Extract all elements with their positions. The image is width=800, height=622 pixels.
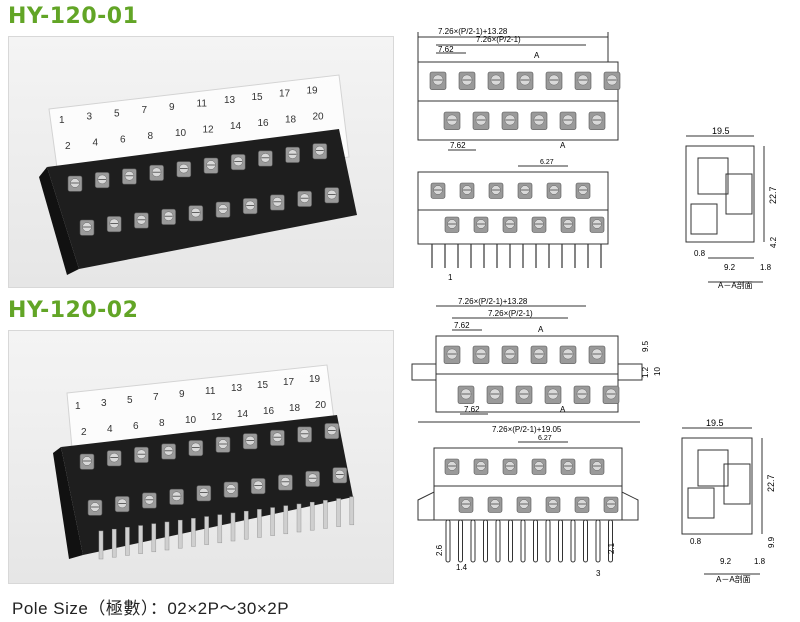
marker-label: 2 xyxy=(65,141,71,152)
section-mark-2a: A xyxy=(538,325,544,334)
marker-label: 12 xyxy=(203,125,215,136)
side-height-1: 22.7 xyxy=(768,186,778,204)
dim-span-2: 7.26×(P/2-1) xyxy=(488,309,533,318)
marker-label: 18 xyxy=(285,115,297,126)
marker-label: 14 xyxy=(237,409,249,420)
marker-label: 8 xyxy=(159,418,165,429)
marker-label: 18 xyxy=(289,403,301,414)
dim-right-b-2: 1.2 xyxy=(641,366,650,378)
dim-left-b-2: 1.4 xyxy=(456,563,468,572)
dim-pin-1: 1 xyxy=(448,273,453,282)
dim-pitch-2: 7.62 xyxy=(454,321,470,330)
side-c-2: 1.8 xyxy=(754,557,766,566)
marker-label: 1 xyxy=(59,115,65,126)
marker-label: 12 xyxy=(211,412,223,423)
marker-label: 20 xyxy=(315,400,327,411)
section-mark-2b: A xyxy=(560,405,566,414)
marker-label: 2 xyxy=(81,427,87,438)
marker-label: 6 xyxy=(133,421,139,432)
technical-drawing-1: 7.26×(P/2-1)+13.28 7.26×(P/2-1) 7.62 A 7… xyxy=(408,4,798,290)
marker-label: 10 xyxy=(175,128,187,139)
dim-pin-c-2: 3 xyxy=(596,569,601,578)
dim-pitch-bottom-2: 7.62 xyxy=(464,405,480,414)
marker-label: 19 xyxy=(307,85,319,96)
side-a-1: 0.8 xyxy=(694,249,706,258)
marker-label: 1 xyxy=(75,401,81,412)
marker-label: 10 xyxy=(185,415,197,426)
dim-offset-1: 6.27 xyxy=(540,159,554,166)
marker-label: 7 xyxy=(142,105,148,116)
dim-span-1: 7.26×(P/2-1) xyxy=(476,35,521,44)
marker-label: 4 xyxy=(107,424,113,435)
marker-label: 13 xyxy=(224,95,236,106)
dim-pitch-bottom-1: 7.62 xyxy=(450,141,466,150)
pole-size-note: Pole Size（極數）：02×2P～30×2P xyxy=(12,599,290,618)
marker-label: 17 xyxy=(279,89,291,100)
marker-label: 8 xyxy=(148,131,154,142)
marker-label: 14 xyxy=(230,121,242,132)
side-a-2: 0.8 xyxy=(690,537,702,546)
side-width-1: 19.5 xyxy=(712,126,730,136)
section-label-1: A－A剖面 xyxy=(718,280,753,290)
marker-label: 9 xyxy=(179,389,185,400)
marker-label: 3 xyxy=(87,112,93,123)
dim-bottom-overall-2: 7.26×(P/2-1)+19.05 xyxy=(492,425,562,434)
section-label-2: A－A剖面 xyxy=(716,574,751,584)
marker-label: 16 xyxy=(258,118,270,129)
side-c-1: 1.8 xyxy=(760,263,772,272)
marker-label: 16 xyxy=(263,406,275,417)
dim-right-a-2: 9.5 xyxy=(641,340,650,352)
marker-label: 6 xyxy=(120,134,126,145)
marker-label: 19 xyxy=(309,374,321,385)
marker-label: 4 xyxy=(93,138,99,149)
marker-label: 9 xyxy=(169,102,175,113)
dim-right-c-2: 10 xyxy=(653,367,662,376)
marker-label: 11 xyxy=(205,386,216,397)
dim-overall-2: 7.26×(P/2-1)+13.28 xyxy=(458,297,528,306)
dim-pin-d-2: 2.1 xyxy=(607,542,616,554)
dim-left-a-2: 2.6 xyxy=(435,544,444,556)
technical-drawing-2: 7.26×(P/2-1)+13.28 7.26×(P/2-1) 7.62 A 7… xyxy=(408,292,798,594)
marker-label: 3 xyxy=(101,398,107,409)
dim-pitch-1: 7.62 xyxy=(438,45,454,54)
side-h2-1: 4.2 xyxy=(769,236,778,248)
marker-label: 20 xyxy=(313,111,325,122)
side-width-2: 19.5 xyxy=(706,418,724,428)
marker-label: 15 xyxy=(252,92,264,103)
marker-label: 5 xyxy=(127,395,133,406)
marker-label: 7 xyxy=(153,392,159,403)
side-h2-2: 9.9 xyxy=(767,536,776,548)
section-mark-1b: A xyxy=(560,141,566,150)
model-title-2: HY-120-02 xyxy=(8,298,139,323)
side-b-1: 9.2 xyxy=(724,263,736,272)
marker-label: 15 xyxy=(257,380,269,391)
model-title-1: HY-120-01 xyxy=(8,4,139,29)
marker-label: 5 xyxy=(114,108,120,119)
marker-label: 11 xyxy=(197,99,208,110)
side-b-2: 9.2 xyxy=(720,557,732,566)
dim-overall-1: 7.26×(P/2-1)+13.28 xyxy=(438,27,508,36)
marker-label: 17 xyxy=(283,377,295,388)
side-height-2: 22.7 xyxy=(766,474,776,492)
marker-label: 13 xyxy=(231,383,243,394)
dim-offset-2: 6.27 xyxy=(538,435,552,442)
section-mark-1a: A xyxy=(534,51,540,60)
